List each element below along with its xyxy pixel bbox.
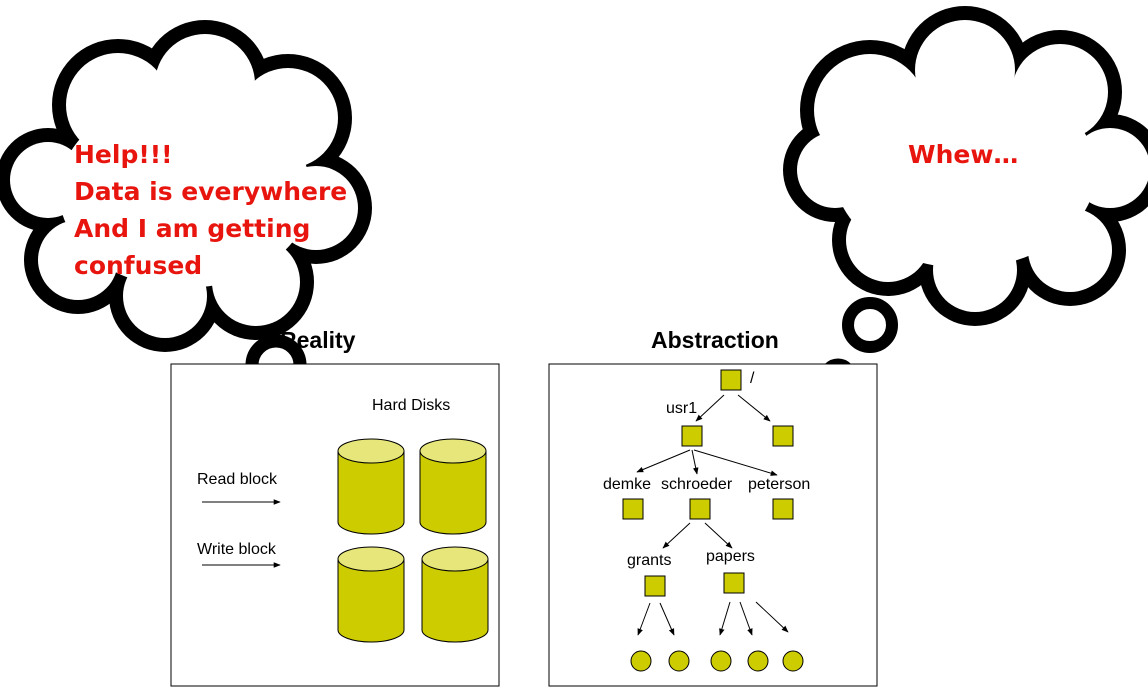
node-right <box>772 425 794 447</box>
left-cloud-line-3: And I am getting <box>74 214 311 243</box>
node-peterson <box>772 498 794 520</box>
right-thought-cloud <box>783 6 1148 396</box>
abstraction-panel <box>548 363 878 687</box>
right-cloud-text: Whew… <box>908 140 1019 169</box>
grants-label: grants <box>627 552 672 569</box>
schroeder-label: schroeder <box>661 476 733 493</box>
abstraction-title: Abstraction <box>651 327 779 353</box>
node-demke <box>622 498 644 520</box>
file-node-5 <box>782 650 804 672</box>
hard-disks-label: Hard Disks <box>372 397 451 414</box>
file-node-1 <box>630 650 652 672</box>
root-label: / <box>750 370 755 387</box>
usr1-label: usr1 <box>666 400 698 417</box>
node-papers <box>723 572 745 594</box>
left-cloud-line-1: Help!!! <box>74 140 173 169</box>
read-block-label: Read block <box>197 471 278 488</box>
demke-label: demke <box>603 476 652 493</box>
file-node-3 <box>710 650 732 672</box>
reality-panel <box>170 363 500 687</box>
hard-disk-1 <box>337 438 405 535</box>
hard-disk-3 <box>337 546 405 643</box>
hard-disk-4 <box>421 546 489 643</box>
thought-bubble-small-1 <box>842 297 898 353</box>
left-cloud-line-4: confused <box>74 251 203 280</box>
reality-title: Reality <box>280 327 356 353</box>
left-thought-cloud <box>0 20 372 436</box>
write-block-label: Write block <box>197 541 276 558</box>
node-root <box>720 369 742 391</box>
node-grants <box>644 575 666 597</box>
left-cloud-line-2: Data is everywhere <box>74 177 348 206</box>
node-usr1 <box>681 425 703 447</box>
node-schroeder <box>689 498 711 520</box>
file-node-2 <box>668 650 690 672</box>
left-cloud-text: Help!!! Data is everywhere And I am gett… <box>74 136 347 284</box>
peterson-label: peterson <box>748 476 811 493</box>
hard-disk-2 <box>419 438 487 535</box>
file-node-4 <box>747 650 769 672</box>
papers-label: papers <box>706 548 755 565</box>
